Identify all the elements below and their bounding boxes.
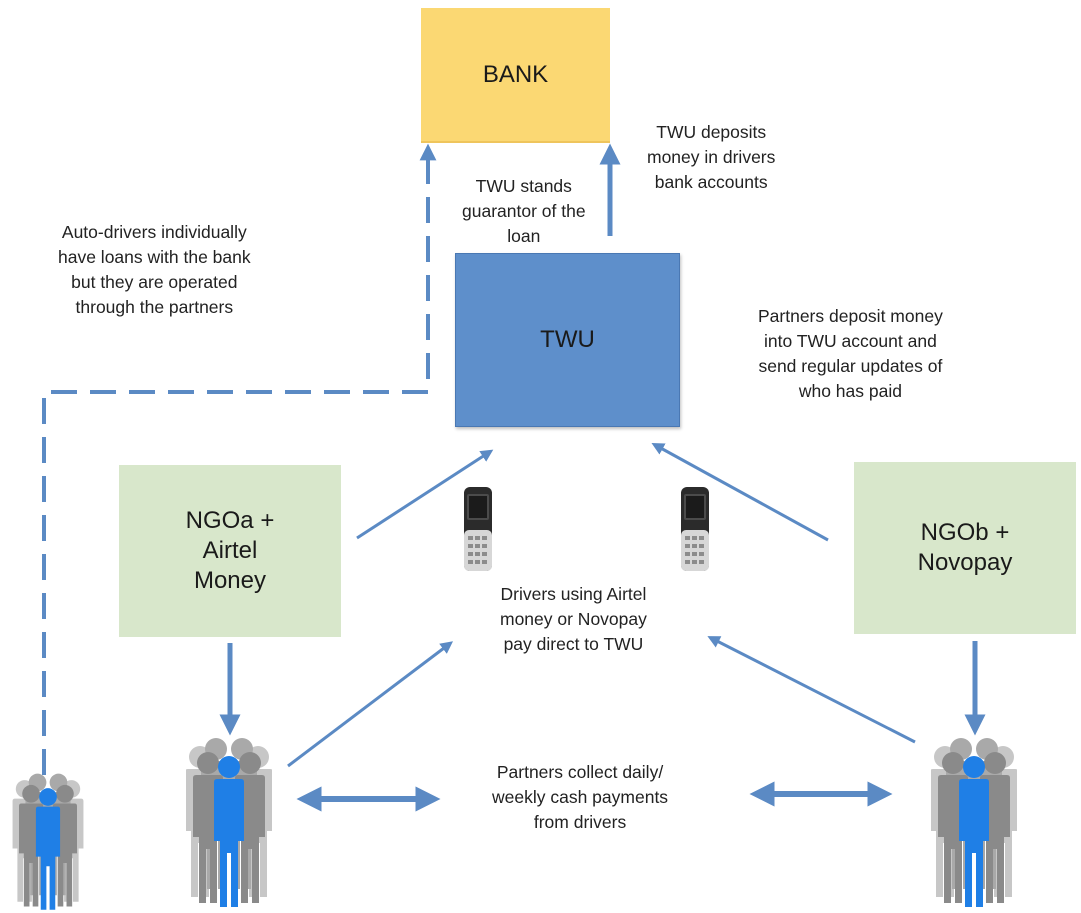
note-line: pay direct to TWU — [503, 634, 644, 654]
note-line: but they are operated — [71, 272, 238, 292]
auto-drivers-note: Auto-drivers individually have loans wit… — [58, 220, 251, 320]
note-line: into TWU account and — [764, 331, 937, 351]
ngoa-label-line: Money — [193, 567, 267, 594]
bank-label: BANK — [482, 60, 549, 88]
drivers-right-to-center-arrow — [707, 636, 916, 744]
partners-collect-note: Partners collect daily/ weekly cash paym… — [492, 760, 668, 835]
note-line: through the partners — [75, 297, 234, 317]
ngoa-box: NGOa + Airtel Money — [119, 465, 341, 637]
ngob-to-twu-arrow — [651, 442, 829, 542]
note-line: guarantor of the — [462, 201, 586, 221]
note-line: have loans with the bank — [58, 247, 251, 267]
twu-box: TWU — [455, 253, 680, 427]
note-line: TWU deposits — [656, 122, 767, 142]
note-line: from drivers — [533, 812, 627, 832]
twu-label: TWU — [540, 326, 595, 353]
ngoa-label-line: NGOa + — [185, 507, 275, 534]
note-line: loan — [507, 226, 541, 246]
twu-deposits-note: TWU deposits money in drivers bank accou… — [647, 120, 775, 195]
note-line: money in drivers — [647, 147, 776, 167]
twu-guarantor-note: TWU stands guarantor of the loan — [462, 174, 586, 249]
bank-box: BANK — [421, 8, 610, 143]
note-line: Auto-drivers individually — [61, 222, 247, 242]
ngob-label-line: NGOb + — [920, 519, 1010, 546]
drivers-using-note: Drivers using Airtel money or Novopay pa… — [500, 582, 647, 657]
note-line: who has paid — [798, 381, 902, 401]
note-line: Partners deposit money — [758, 306, 943, 326]
partners-deposit-note: Partners deposit money into TWU account … — [758, 304, 943, 404]
note-line: weekly cash payments — [492, 787, 669, 807]
ngob-box: NGOb + Novopay — [854, 462, 1076, 634]
driver-group-icon — [186, 738, 272, 907]
drivers-left-to-center-arrow — [287, 641, 454, 768]
note-line: bank accounts — [654, 172, 768, 192]
driver-group-icon — [931, 738, 1017, 907]
mobile-phone-icon — [464, 487, 492, 571]
note-line: money or Novopay — [500, 609, 647, 629]
note-line: Drivers using Airtel — [500, 584, 647, 604]
ngoa-label-line: Airtel — [202, 537, 258, 564]
ngoa-to-twu-arrow — [356, 449, 494, 540]
note-line: send regular updates of — [758, 356, 943, 376]
mobile-phone-icon — [681, 487, 709, 571]
note-line: Partners collect daily/ — [496, 762, 664, 782]
ngob-label-line: Novopay — [917, 549, 1013, 576]
driver-group-icon — [12, 773, 84, 910]
note-line: TWU stands — [475, 176, 572, 196]
